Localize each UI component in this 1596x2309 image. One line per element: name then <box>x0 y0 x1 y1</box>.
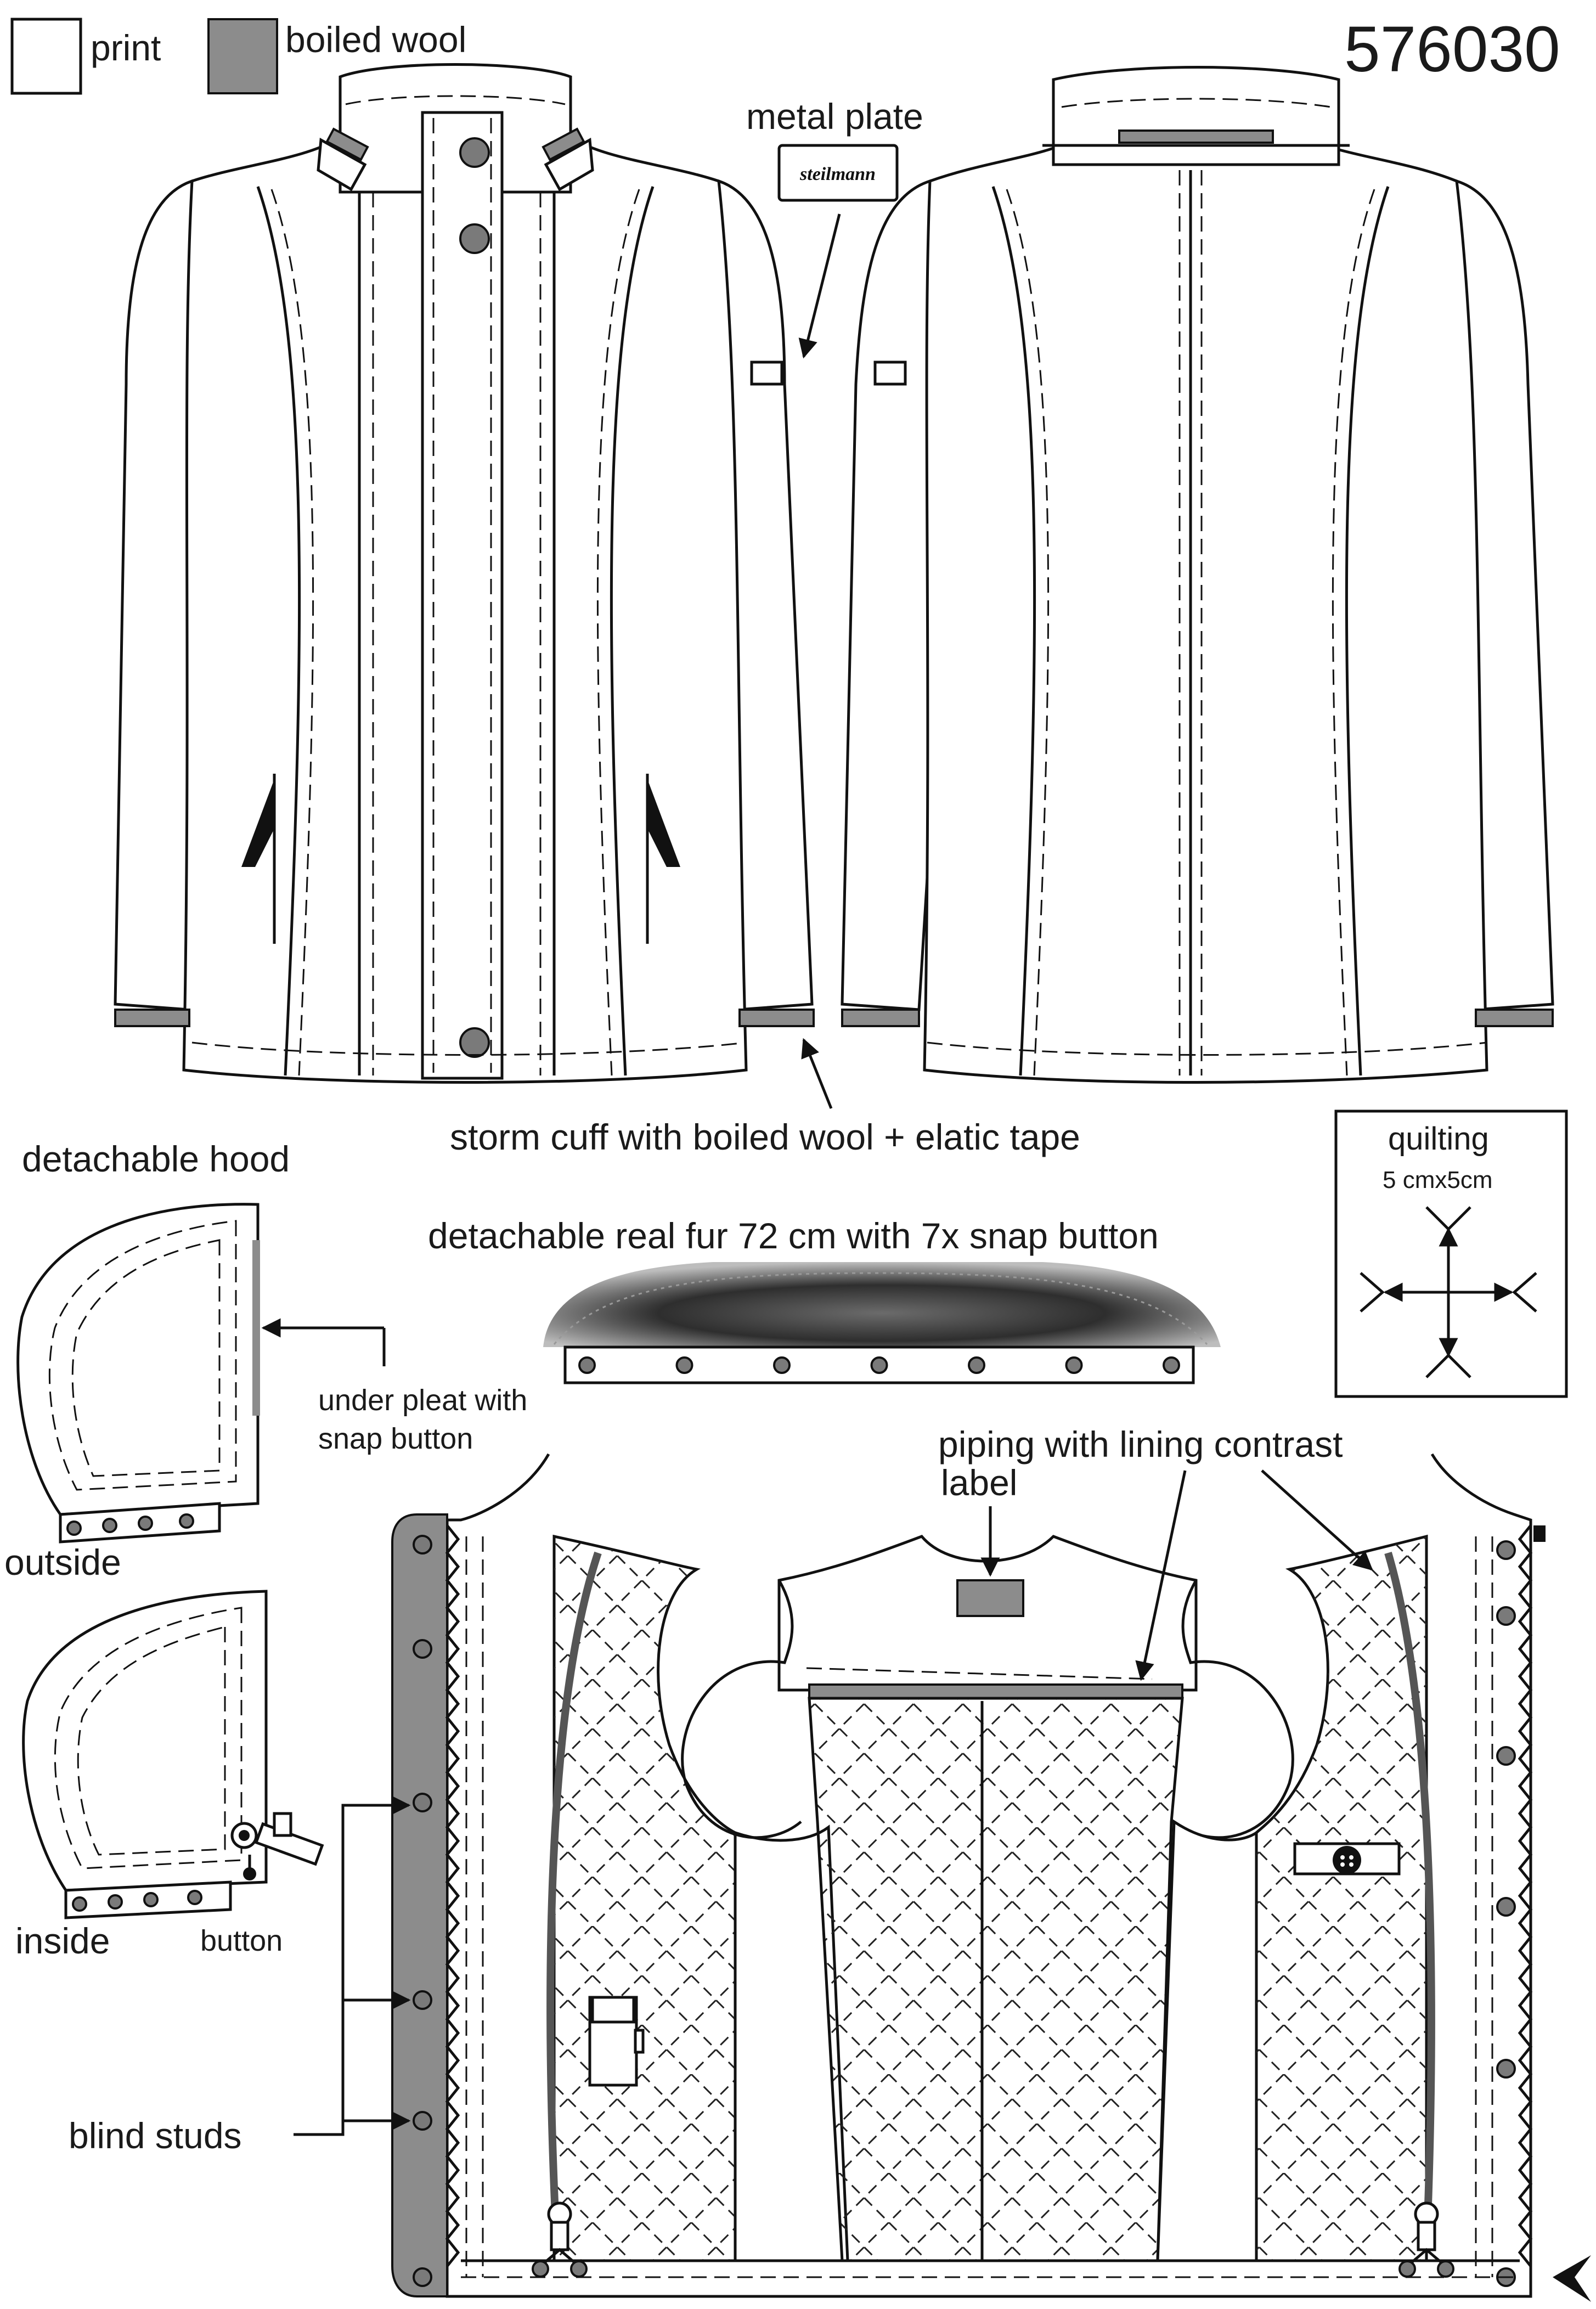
fur-trim <box>543 1262 1221 1347</box>
blind-stud <box>413 2111 432 2131</box>
sleeve-plate <box>750 361 783 386</box>
zipper-teeth-left <box>445 1524 460 2267</box>
back-cuff-right <box>1475 1009 1554 1027</box>
quilted-lining-right <box>1256 1536 1426 2261</box>
front-snap-button <box>459 1027 490 1058</box>
fur-snap-button <box>968 1356 985 1374</box>
jacket-front-view <box>114 63 815 1084</box>
fur-snap-button <box>675 1356 693 1374</box>
back-collar <box>1052 66 1340 166</box>
interior-lining-view <box>391 1453 1591 2302</box>
fur-snap-button <box>578 1356 596 1374</box>
legend-print-label: print <box>91 27 161 68</box>
blind-stud <box>413 1535 432 1555</box>
fur-snap-button <box>1065 1356 1083 1374</box>
quilting-label: quilting <box>1388 1121 1489 1157</box>
hem-arrow <box>1553 2255 1591 2302</box>
brand-label <box>956 1579 1024 1617</box>
inner-pocket-button <box>1333 1846 1361 1874</box>
sleeve-plate <box>873 361 907 386</box>
blind-stud <box>413 1639 432 1659</box>
front-cuff-right <box>738 1009 815 1027</box>
back-cuff-left <box>841 1009 920 1027</box>
quilting-inset: quilting 5 cmx5cm <box>1334 1110 1568 1398</box>
callout-piping: piping with lining contrast <box>938 1424 1343 1465</box>
hood-outside-label: outside <box>4 1542 121 1582</box>
front-snap-button <box>459 137 490 168</box>
drawcord-stopper-right <box>1398 2201 1454 2278</box>
blind-stud <box>413 2267 432 2287</box>
front-placket <box>421 111 504 1080</box>
hood-outside <box>16 1203 260 1544</box>
fur-snap-button <box>870 1356 888 1374</box>
front-collar-tab-left <box>325 127 369 161</box>
legend-boiled-wool-swatch <box>207 18 278 94</box>
callout-under-pleat-line1: under pleat with <box>318 1384 527 1417</box>
piping-back <box>808 1683 1183 1699</box>
legend-print-swatch <box>10 18 82 95</box>
front-cuff-left <box>114 1009 190 1027</box>
metal-plate-badge <box>777 144 899 202</box>
callout-label: label <box>941 1462 1017 1503</box>
front-snap-button <box>459 223 490 254</box>
callout-detachable-hood: detachable hood <box>22 1139 290 1179</box>
back-collar-tab <box>1118 129 1274 144</box>
quilted-lining-back <box>808 1697 1184 2262</box>
piping-right <box>1384 1552 1435 2250</box>
drawcord-stopper-left <box>532 2201 588 2278</box>
blind-stud <box>413 1793 432 1812</box>
legend: print boiled wool <box>10 18 466 95</box>
hood-inside-label: inside <box>15 1921 110 1961</box>
legend-boiled-wool-label: boiled wool <box>285 19 466 60</box>
callout-under-pleat-line2: snap button <box>318 1422 473 1455</box>
hood-button-label: button <box>200 1924 283 1957</box>
boiled-wool-facing <box>391 1513 448 2297</box>
fur-snap-buttons <box>578 1356 1180 1374</box>
callout-fur-collar: detachable real fur 72 cm with 7x snap b… <box>428 1215 1159 1256</box>
callout-metal-plate: metal plate <box>746 96 923 137</box>
blind-stud <box>413 1990 432 2010</box>
style-number: 576030 <box>1344 13 1560 86</box>
back-body <box>923 147 1488 1084</box>
callout-storm-cuff: storm cuff with boiled wool + elatic tap… <box>450 1117 1080 1157</box>
hood-inside <box>22 1590 324 1919</box>
callout-blind-studs: blind studs <box>69 2115 242 2156</box>
quilting-size: 5 cmx5cm <box>1383 1167 1492 1193</box>
fur-collar <box>543 1262 1221 1384</box>
fur-snap-button <box>1163 1356 1180 1374</box>
jacket-back-view <box>841 66 1554 1084</box>
zipper-teeth-right <box>1518 1524 1533 2267</box>
piping-left <box>546 1551 602 2250</box>
metal-plate-brand: steilmann <box>799 164 876 184</box>
front-collar-tab-right <box>542 127 585 161</box>
fur-snap-button <box>773 1356 791 1374</box>
quilted-lining-left <box>554 1536 735 2261</box>
